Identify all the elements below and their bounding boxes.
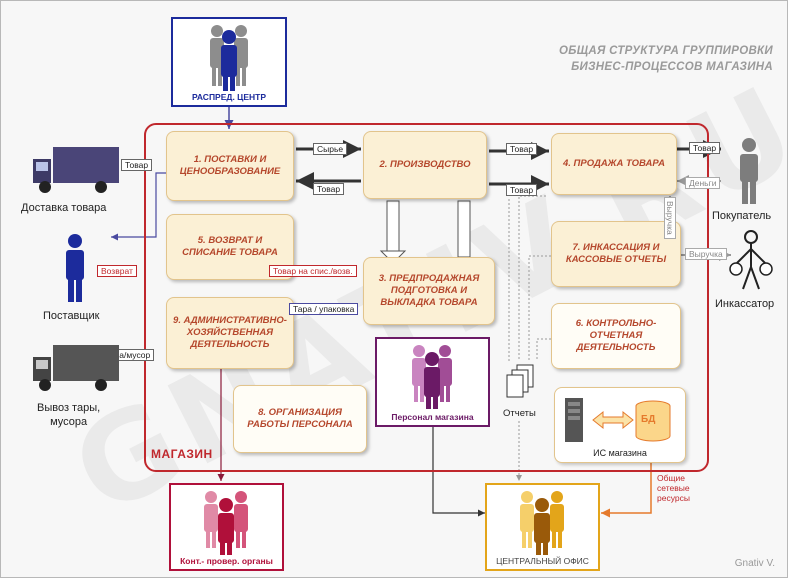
supplier-link	[111, 172, 166, 241]
is-shop-box: БД ИС магазина	[554, 387, 686, 463]
central-people-icon	[520, 491, 564, 555]
diagram-title: ОБЩАЯ СТРУКТУРА ГРУППИРОВКИ БИЗНЕС-ПРОЦЕ…	[559, 43, 773, 75]
buyer-label: Покупатель	[712, 210, 772, 222]
process-7-collection-cash-reports[interactable]: 7. ИНКАССАЦИЯ И КАССОВЫЕ ОТЧЕТЫ	[551, 221, 681, 287]
flow-revenue: Выручка	[685, 248, 727, 260]
staff-central-link	[429, 418, 485, 517]
is-shop-label: ИС магазина	[593, 448, 647, 458]
flow-packaging: Тара / упаковка	[289, 303, 359, 315]
control-bodies-label: Конт.- провер. органы	[180, 556, 273, 566]
control-bodies-box: Конт.- провер. органы	[169, 483, 284, 571]
flow-revenue-vertical: Выручка	[664, 197, 676, 239]
process-6-control-reporting[interactable]: 6. КОНТРОЛЬНО-ОТЧЕТНАЯ ДЕЯТЕЛЬНОСТЬ	[551, 303, 681, 369]
process-4-sales[interactable]: 4. ПРОДАЖА ТОВАРА	[551, 133, 677, 195]
staff-people-icon	[412, 345, 452, 409]
flow-goods-in: Товар	[121, 159, 153, 171]
process-8-staff-organization[interactable]: 8. ОРГАНИЗАЦИЯ РАБОТЫ ПЕРСОНАЛА	[233, 385, 367, 453]
process-2-production[interactable]: 2. ПРОИЗВОДСТВО	[363, 131, 487, 199]
shop-label: МАГАЗИН	[151, 447, 213, 461]
is-server-db-icon	[565, 398, 671, 442]
process-1-supply-pricing[interactable]: 1. ПОСТАВКИ И ЦЕНООБРАЗОВАНИЕ	[166, 131, 294, 201]
flow-money: Деньги	[685, 177, 721, 189]
waste-label-line-2: мусора	[50, 416, 88, 428]
waste-label: Вывоз тары, мусора	[37, 401, 100, 429]
control-people-icon	[204, 491, 248, 555]
distribution-center-label: РАСПРЕД. ЦЕНТР	[191, 92, 267, 102]
dotted-p6-reports	[536, 338, 551, 361]
flow-return: Возврат	[97, 265, 137, 277]
flow-goods-out: Товар	[689, 142, 721, 154]
flow-raw-materials: Сырье	[313, 143, 348, 155]
shared-resources-line-3: ресурсы	[657, 493, 690, 503]
shop-staff-box: Персонал магазина	[375, 337, 490, 427]
process-3-presale-display[interactable]: 3. ПРЕДПРОДАЖНАЯ ПОДГОТОВКА И ВЫКЛАДКА Т…	[363, 257, 495, 325]
shared-resources-label: Общие сетевые ресурсы	[657, 473, 690, 503]
flow-goods-p2-p4-a: Товар	[506, 143, 538, 155]
dotted-p7-reports	[528, 255, 551, 361]
flow-goods-p1-p2: Товар	[313, 183, 345, 195]
dotted-p4-reports	[518, 195, 546, 361]
shared-resources-line-2: сетевые	[657, 483, 690, 493]
central-office-box: ЦЕНТРАЛЬНЫЙ ОФИС	[485, 483, 600, 571]
buyer-person-icon	[740, 138, 758, 204]
waste-label-line-1: Вывоз тары,	[37, 402, 101, 414]
title-line-1: ОБЩАЯ СТРУКТУРА ГРУППИРОВКИ	[559, 45, 773, 57]
shared-resources-link	[601, 454, 656, 518]
flow-writeoff: Товар на спис./возв.	[269, 265, 357, 277]
shared-resources-line-1: Общие	[657, 473, 685, 483]
supplier-person-icon	[66, 234, 84, 302]
author-signature: Gnativ V.	[734, 558, 775, 569]
delivery-label: Доставка товара	[21, 202, 107, 214]
db-label: БД	[641, 414, 656, 425]
delivery-truck-icon	[33, 147, 119, 193]
supplier-label: Поставщик	[43, 310, 100, 322]
waste-truck-icon	[33, 345, 119, 391]
distribution-people-icon	[210, 25, 248, 91]
reports-label: Отчеты	[503, 408, 536, 419]
reports-icon	[506, 364, 534, 398]
distribution-center-box: РАСПРЕД. ЦЕНТР	[171, 17, 287, 107]
shop-boundary	[144, 123, 709, 472]
collector-label: Инкассатор	[715, 298, 775, 310]
central-office-label: ЦЕНТРАЛЬНЫЙ ОФИС	[496, 556, 589, 566]
shop-staff-label: Персонал магазина	[391, 412, 474, 422]
title-line-2: БИЗНЕС-ПРОЦЕССОВ МАГАЗИНА	[571, 61, 773, 73]
flow-goods-p2-p4-b: Товар	[506, 184, 538, 196]
process-9-admin-economic[interactable]: 9. АДМИНИСТРАТИВНО-ХОЗЯЙСТВЕННАЯ ДЕЯТЕЛЬ…	[166, 297, 294, 369]
collector-icon	[729, 230, 773, 290]
